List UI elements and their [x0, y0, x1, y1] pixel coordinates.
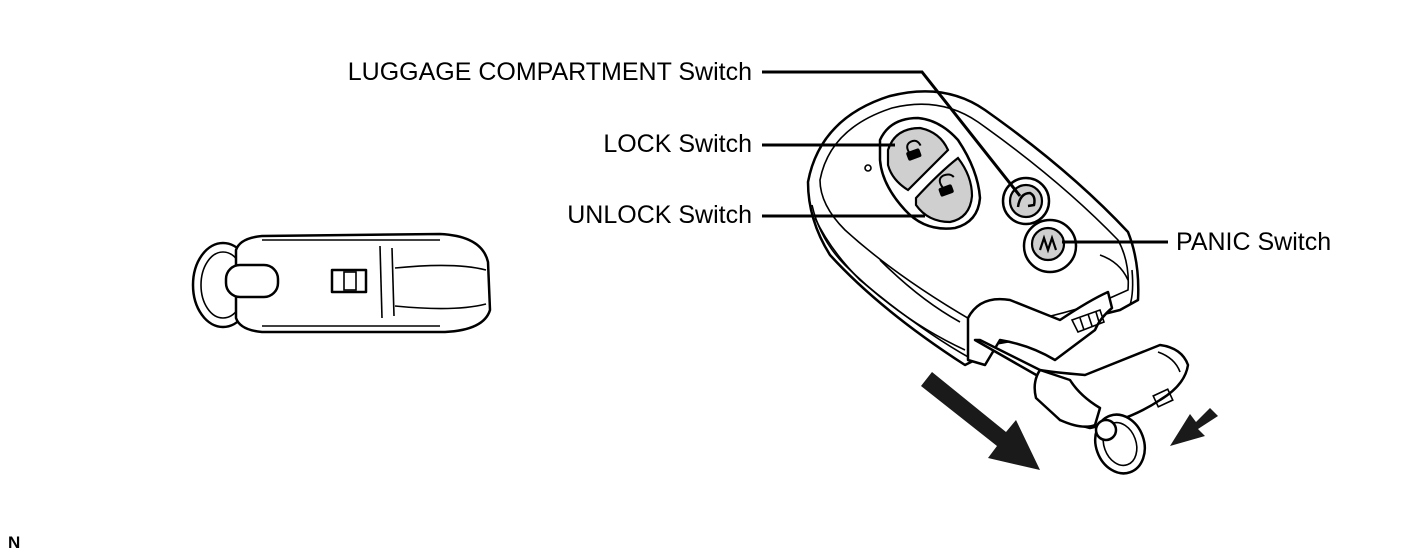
indicator-led	[864, 164, 872, 172]
luggage-switch-label: LUGGAGE COMPARTMENT Switch	[348, 58, 752, 86]
unlock-switch-label: UNLOCK Switch	[567, 201, 752, 229]
lock-button[interactable]	[886, 126, 950, 192]
lock-icon	[906, 139, 922, 161]
key-slot-housing	[966, 290, 1114, 367]
release-latch	[330, 268, 368, 294]
panic-button[interactable]	[1030, 226, 1066, 262]
key-fob-front-view	[806, 90, 1190, 475]
key-grip-stub	[224, 263, 280, 299]
luggage-leader-line	[762, 70, 1022, 197]
lock-switch-label: LOCK Switch	[603, 130, 752, 158]
horn-icon	[1038, 234, 1058, 254]
trunk-icon	[1016, 191, 1036, 208]
unlock-icon	[938, 173, 955, 197]
pull-direction-arrow	[921, 372, 1040, 470]
push-direction-arrow	[1170, 408, 1218, 446]
key-fob-side-view	[191, 232, 492, 334]
panic-switch-label: PANIC Switch	[1176, 228, 1331, 256]
corner-mark: N	[8, 533, 20, 552]
